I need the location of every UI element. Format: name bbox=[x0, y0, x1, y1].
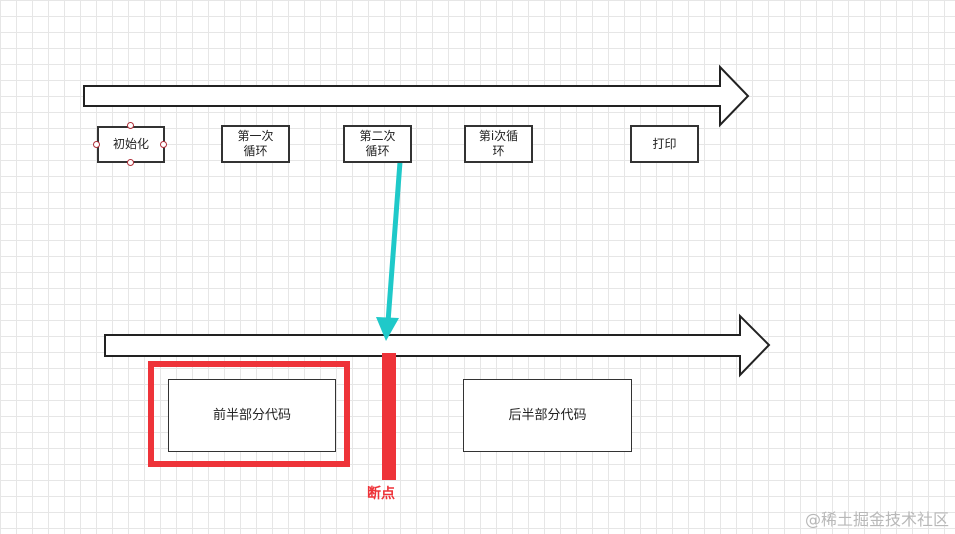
breakpoint-connector-line bbox=[385, 159, 403, 325]
second-half-code-label: 后半部分代码 bbox=[508, 408, 587, 423]
resize-handle-bottom[interactable] bbox=[127, 159, 134, 166]
step-loop1-box[interactable]: 第一次 循环 bbox=[221, 125, 290, 163]
step-print-box[interactable]: 打印 bbox=[630, 125, 699, 163]
step-init-box[interactable]: 初始化 bbox=[97, 126, 165, 163]
step-print-label: 打印 bbox=[652, 136, 677, 151]
highlight-frame bbox=[148, 361, 350, 467]
first-half-code-box[interactable]: 前半部分代码 bbox=[168, 379, 336, 452]
breakpoint-connector-arrowhead bbox=[376, 317, 399, 341]
step-loop-i-box[interactable]: 第i次循 环 bbox=[464, 125, 533, 163]
resize-handle-right[interactable] bbox=[160, 141, 167, 148]
step-init-label: 初始化 bbox=[112, 137, 149, 151]
step-loop-i-label: 第i次循 环 bbox=[478, 129, 519, 158]
breakpoint-marker bbox=[382, 353, 396, 480]
breakpoint-label: 断点 bbox=[367, 486, 395, 502]
step-loop2-label: 第二次 循环 bbox=[359, 129, 396, 158]
watermark: @稀土掘金技术社区 bbox=[804, 510, 949, 529]
first-half-code-label: 前半部分代码 bbox=[212, 408, 291, 423]
step-loop2-box[interactable]: 第二次 循环 bbox=[343, 125, 412, 163]
resize-handle-top[interactable] bbox=[127, 122, 134, 129]
step-loop1-label: 第一次 循环 bbox=[237, 129, 274, 158]
resize-handle-left[interactable] bbox=[93, 141, 100, 148]
top-timeline-arrow bbox=[83, 64, 750, 128]
bottom-timeline-arrow bbox=[104, 313, 771, 378]
second-half-code-box[interactable]: 后半部分代码 bbox=[463, 379, 632, 452]
